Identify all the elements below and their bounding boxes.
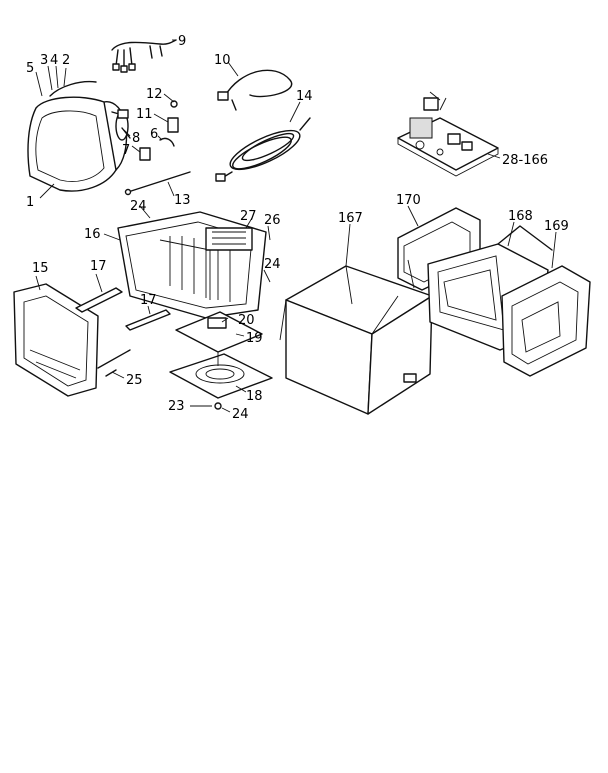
label-2: 2 xyxy=(62,53,70,68)
label-11: 11 xyxy=(136,107,153,122)
label-13: 13 xyxy=(174,193,191,208)
label-12: 12 xyxy=(146,87,163,102)
label-23: 23 xyxy=(168,399,185,414)
part-picture-tube xyxy=(27,80,129,192)
part-front-bezel xyxy=(13,283,99,397)
label-5: 5 xyxy=(26,61,34,76)
label-24-mid: 24 xyxy=(264,257,281,272)
part-rod xyxy=(124,171,191,196)
part-bracket xyxy=(75,287,171,331)
label-25: 25 xyxy=(126,373,143,388)
part-power-cord xyxy=(215,117,311,182)
label-10: 10 xyxy=(214,53,231,68)
label-20: 20 xyxy=(238,313,255,328)
label-6: 6 xyxy=(150,127,158,142)
label-1: 1 xyxy=(26,195,34,210)
part-number-labels: 9 5 3 4 2 10 14 12 11 6 8 7 1 13 28-166 … xyxy=(26,34,569,422)
label-167: 167 xyxy=(338,211,363,226)
label-170: 170 xyxy=(396,193,421,208)
part-circuit-board xyxy=(397,91,499,177)
label-19: 19 xyxy=(246,331,263,346)
label-16: 16 xyxy=(84,227,101,242)
part-carton-box xyxy=(279,265,433,415)
part-chassis xyxy=(117,211,267,319)
label-18: 18 xyxy=(246,389,263,404)
part-small-hardware xyxy=(121,100,179,161)
part-wire-harness xyxy=(111,39,177,73)
label-17-lower: 17 xyxy=(140,293,157,308)
label-26: 26 xyxy=(264,213,281,228)
label-7: 7 xyxy=(122,143,130,158)
label-24-top: 24 xyxy=(130,199,147,214)
label-9: 9 xyxy=(178,34,186,49)
leader-lines xyxy=(35,39,557,413)
label-168: 168 xyxy=(508,209,533,224)
part-clip xyxy=(97,349,131,377)
label-8: 8 xyxy=(132,131,140,146)
label-28-166: 28-166 xyxy=(502,153,548,168)
label-3: 3 xyxy=(40,53,48,68)
part-foam-rear xyxy=(501,265,591,377)
label-14: 14 xyxy=(296,89,313,104)
part-cable xyxy=(217,69,293,111)
part-swivel-base xyxy=(169,311,273,410)
label-4: 4 xyxy=(50,53,58,68)
label-27: 27 xyxy=(240,209,257,224)
label-17-upper: 17 xyxy=(90,259,107,274)
label-169: 169 xyxy=(544,219,569,234)
label-15: 15 xyxy=(32,261,49,276)
label-24-bottom: 24 xyxy=(232,407,249,422)
